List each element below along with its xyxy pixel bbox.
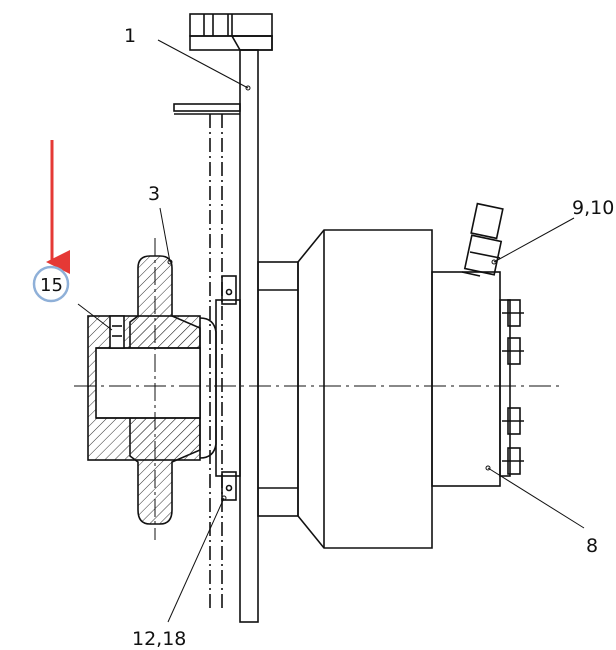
motor-body [297,229,511,549]
mounting-bracket [189,13,273,51]
label-part-8: 8 [586,535,598,557]
bolt-heads [502,299,524,475]
sprocket-hub [87,315,201,461]
shaft-coupling [199,275,241,501]
callout-ring [32,265,70,303]
motor-flange [257,261,299,517]
label-part-9-10: 9,10 [572,197,614,219]
hydraulic-fittings [461,202,504,277]
support-shelf [173,103,241,610]
label-part-3: 3 [148,183,160,205]
label-part-1: 1 [124,25,136,47]
callout-label-15: 15 [40,275,63,296]
label-part-12-18: 12,18 [132,628,186,650]
leader-lines [77,39,585,623]
mounting-plate [239,49,259,623]
